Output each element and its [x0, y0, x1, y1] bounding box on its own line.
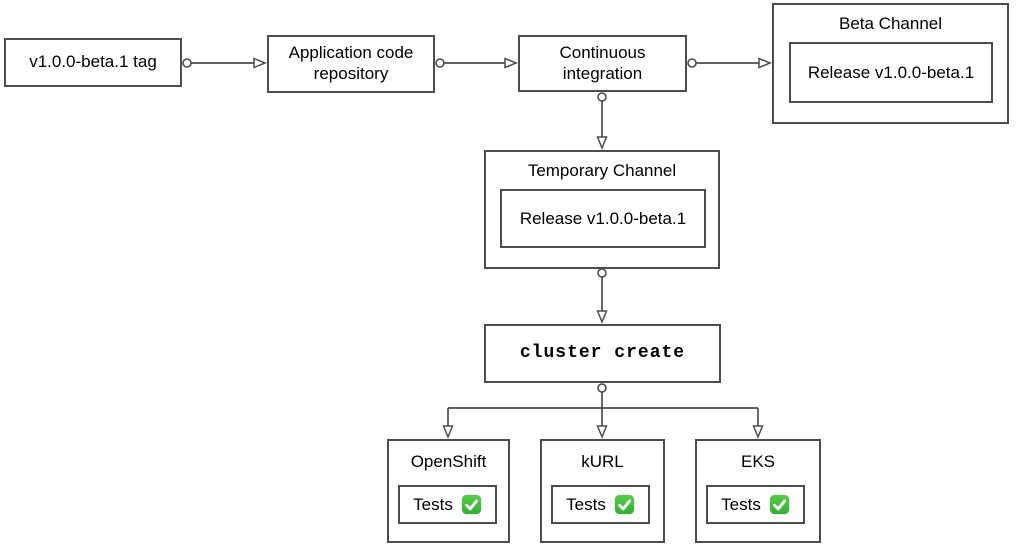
node-beta-channel: Beta Channel Release v1.0.0-beta.1	[772, 3, 1009, 124]
node-version-tag: v1.0.0-beta.1 tag	[4, 38, 182, 87]
continuous-integration-label: Continuous integration	[559, 42, 646, 83]
node-kurl-tests: Tests	[551, 485, 650, 524]
node-cluster-kurl: kURL Tests	[540, 439, 665, 543]
arrow-tag-to-repo	[182, 57, 267, 69]
arrow-temp-channel-to-cluster-create	[596, 268, 608, 324]
node-temporary-release: Release v1.0.0-beta.1	[500, 189, 706, 248]
arrow-ci-to-beta-channel	[687, 57, 772, 69]
check-mark-icon	[769, 494, 789, 515]
node-openshift-tests: Tests	[398, 485, 497, 524]
version-tag-label: v1.0.0-beta.1 tag	[29, 52, 157, 72]
node-app-code-repository: Application code repository	[267, 35, 435, 93]
node-cluster-create: cluster create	[484, 324, 721, 383]
kurl-tests-label: Tests	[566, 494, 606, 514]
arrow-ci-to-temp-channel	[596, 92, 608, 150]
node-cluster-eks: EKS Tests	[695, 439, 821, 543]
beta-channel-title: Beta Channel	[838, 14, 943, 33]
arrow-cluster-create-branch	[442, 383, 764, 439]
app-code-repository-label: Application code repository	[288, 43, 414, 83]
temporary-channel-title: Temporary Channel	[527, 161, 677, 180]
check-mark-icon	[461, 494, 481, 515]
check-mark-icon	[614, 494, 634, 515]
arrow-repo-to-ci	[435, 57, 518, 69]
node-cluster-openshift: OpenShift Tests	[387, 439, 510, 543]
node-beta-release: Release v1.0.0-beta.1	[789, 42, 993, 103]
eks-title: EKS	[740, 452, 776, 471]
temporary-release-label: Release v1.0.0-beta.1	[519, 208, 687, 228]
openshift-title: OpenShift	[410, 452, 487, 471]
cluster-create-label: cluster create	[519, 342, 686, 363]
beta-release-label: Release v1.0.0-beta.1	[807, 62, 975, 82]
node-temporary-channel: Temporary Channel Release v1.0.0-beta.1	[484, 150, 720, 269]
openshift-tests-label: Tests	[413, 494, 453, 514]
eks-tests-label: Tests	[721, 494, 761, 514]
kurl-title: kURL	[581, 452, 624, 471]
node-eks-tests: Tests	[706, 485, 805, 524]
node-continuous-integration: Continuous integration	[518, 35, 687, 92]
